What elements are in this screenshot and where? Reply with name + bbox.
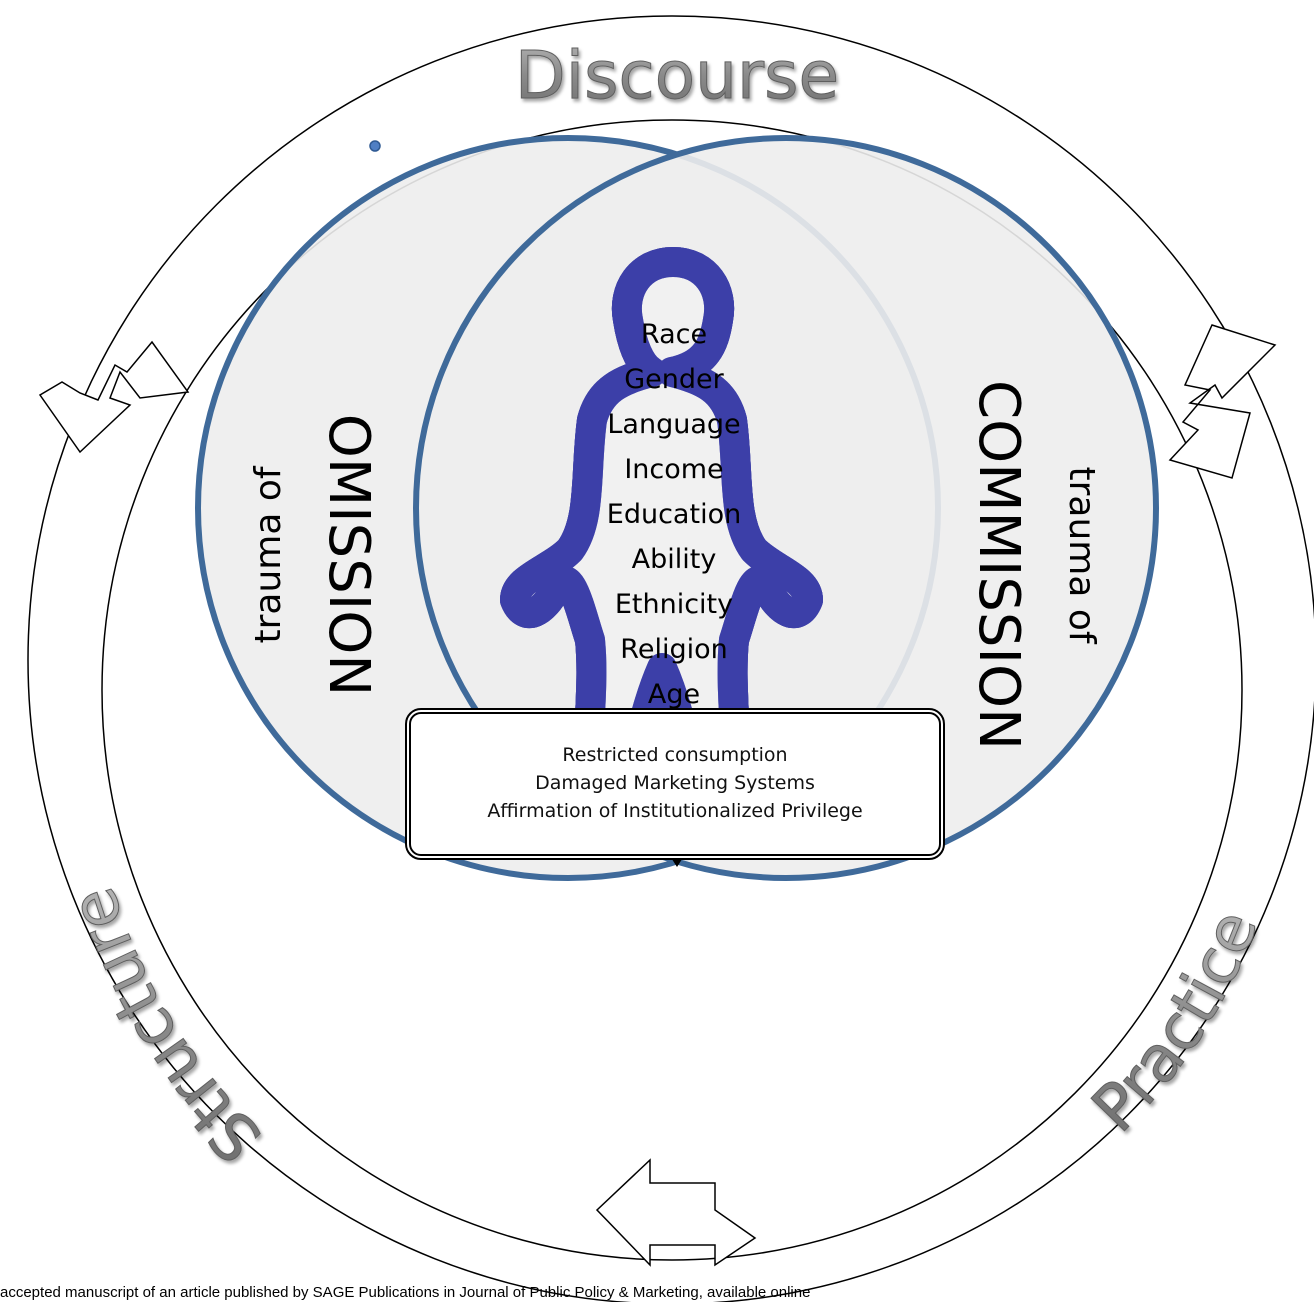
commission-text-group: COMMISSION — [966, 380, 1031, 750]
omission-small-group: trauma of — [248, 465, 289, 643]
identity-item-age: Age — [648, 679, 700, 710]
identity-item-ability: Ability — [632, 544, 717, 575]
identity-list: RaceGenderLanguageIncomeEducationAbility… — [607, 319, 741, 710]
cycle-arrow-right — [1168, 324, 1277, 479]
structure-label: Structure — [56, 879, 276, 1176]
omission-large: OMISSION — [316, 414, 381, 697]
omission-small: trauma of — [248, 465, 289, 643]
commission-small-group: trauma of — [1061, 466, 1102, 644]
structure-label-text: Structure — [56, 879, 277, 1177]
identity-item-ethnicity: Ethnicity — [615, 589, 733, 620]
identity-item-language: Language — [607, 409, 740, 440]
outcome-line-3: Affirmation of Institutionalized Privile… — [487, 800, 863, 822]
practice-label: Practice — [1079, 901, 1273, 1147]
outer-ring — [27, 15, 1314, 1302]
outcome-box: Restricted consumption Damaged Marketing… — [405, 708, 945, 860]
cycle-arrow-bottom — [595, 1158, 757, 1267]
omission-text-group: OMISSION — [316, 414, 381, 697]
identity-item-religion: Religion — [620, 634, 727, 665]
identity-item-income: Income — [624, 454, 723, 485]
commission-large: COMMISSION — [966, 380, 1031, 750]
footer-note: accepted manuscript of an article publis… — [0, 1284, 811, 1301]
outcome-line-1: Restricted consumption — [562, 744, 788, 766]
cycle-arrow-left — [38, 340, 190, 454]
identity-item-education: Education — [607, 499, 741, 530]
practice-label-text: Practice — [1078, 900, 1273, 1147]
outcome-line-2: Damaged Marketing Systems — [535, 772, 815, 794]
marker-dot — [369, 140, 381, 152]
inner-ring — [101, 119, 1243, 1261]
commission-small: trauma of — [1061, 466, 1102, 644]
discourse-label: Discourse — [515, 37, 839, 114]
identity-item-gender: Gender — [624, 364, 724, 395]
human-figure — [500, 247, 823, 813]
identity-item-race: Race — [641, 319, 707, 350]
